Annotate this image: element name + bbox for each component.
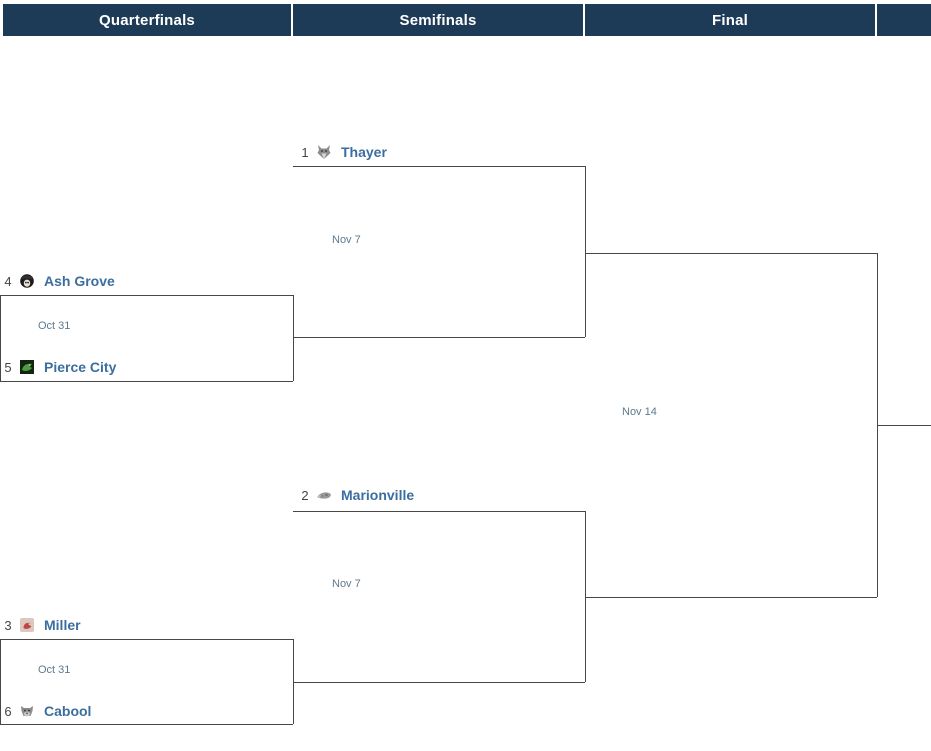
final-date: Nov 14 [622, 406, 657, 418]
round-header-quarterfinals: Quarterfinals [3, 4, 291, 36]
round-header-final: Final [585, 4, 875, 36]
qf1-right-line [293, 295, 294, 381]
cabool-bulldog-logo-icon [21, 706, 33, 717]
seed-number: 3 [4, 617, 12, 633]
sf2-bottom-line [293, 682, 585, 683]
ash-grove-pirate-logo-icon [20, 274, 34, 288]
sf2-right-line [585, 511, 586, 682]
seed-number: 4 [4, 273, 12, 289]
qf1-left-line [0, 295, 1, 381]
final-bottom-line [585, 597, 877, 598]
team-link-miller[interactable]: Miller [44, 617, 81, 633]
qf1-top-line [0, 295, 293, 296]
pierce-city-eagle-logo-icon [20, 360, 34, 374]
team-link-pierce-city[interactable]: Pierce City [44, 359, 117, 375]
qf2-date: Oct 31 [38, 664, 71, 676]
team-row-miller: 3 Miller [2, 614, 81, 636]
team-row-thayer: 1 Thayer [299, 141, 387, 163]
seed-number: 6 [4, 703, 12, 719]
team-link-ash-grove[interactable]: Ash Grove [44, 273, 115, 289]
team-row-marionville: 2 Marionville [299, 484, 414, 506]
team-link-marionville[interactable]: Marionville [341, 487, 415, 503]
qf2-left-line [0, 639, 1, 724]
qf1-date: Oct 31 [38, 320, 71, 332]
miller-cardinal-logo-icon [20, 618, 34, 632]
seed-number: 5 [4, 359, 12, 375]
thayer-wolf-logo-icon [317, 145, 331, 159]
marionville-comet-logo-icon [317, 492, 331, 499]
sf2-date: Nov 7 [332, 578, 361, 590]
sf1-top-line [293, 166, 585, 167]
qf2-right-line [293, 639, 294, 724]
qf2-bottom-line [0, 724, 293, 725]
final-top-line [585, 253, 877, 254]
round-header-label: Semifinals [399, 11, 477, 29]
round-header-next-partial [877, 4, 931, 36]
round-header-label: Quarterfinals [99, 11, 195, 29]
sf1-bottom-line [293, 337, 585, 338]
qf2-top-line [0, 639, 293, 640]
qf1-bottom-line [0, 381, 293, 382]
sf1-date: Nov 7 [332, 234, 361, 246]
seed-number: 1 [301, 144, 309, 160]
champion-line [877, 425, 931, 426]
team-row-pierce-city: 5 Pierce City [2, 356, 116, 378]
round-header-label: Final [711, 11, 748, 29]
round-header-semifinals: Semifinals [293, 4, 583, 36]
team-link-thayer[interactable]: Thayer [341, 144, 387, 160]
sf2-top-line [293, 511, 585, 512]
team-row-ash-grove: 4 Ash Grove [2, 270, 115, 292]
team-row-cabool: 6 Cabool [2, 700, 91, 722]
seed-number: 2 [301, 487, 309, 503]
sf1-right-line [585, 166, 586, 337]
team-link-cabool[interactable]: Cabool [44, 703, 92, 719]
